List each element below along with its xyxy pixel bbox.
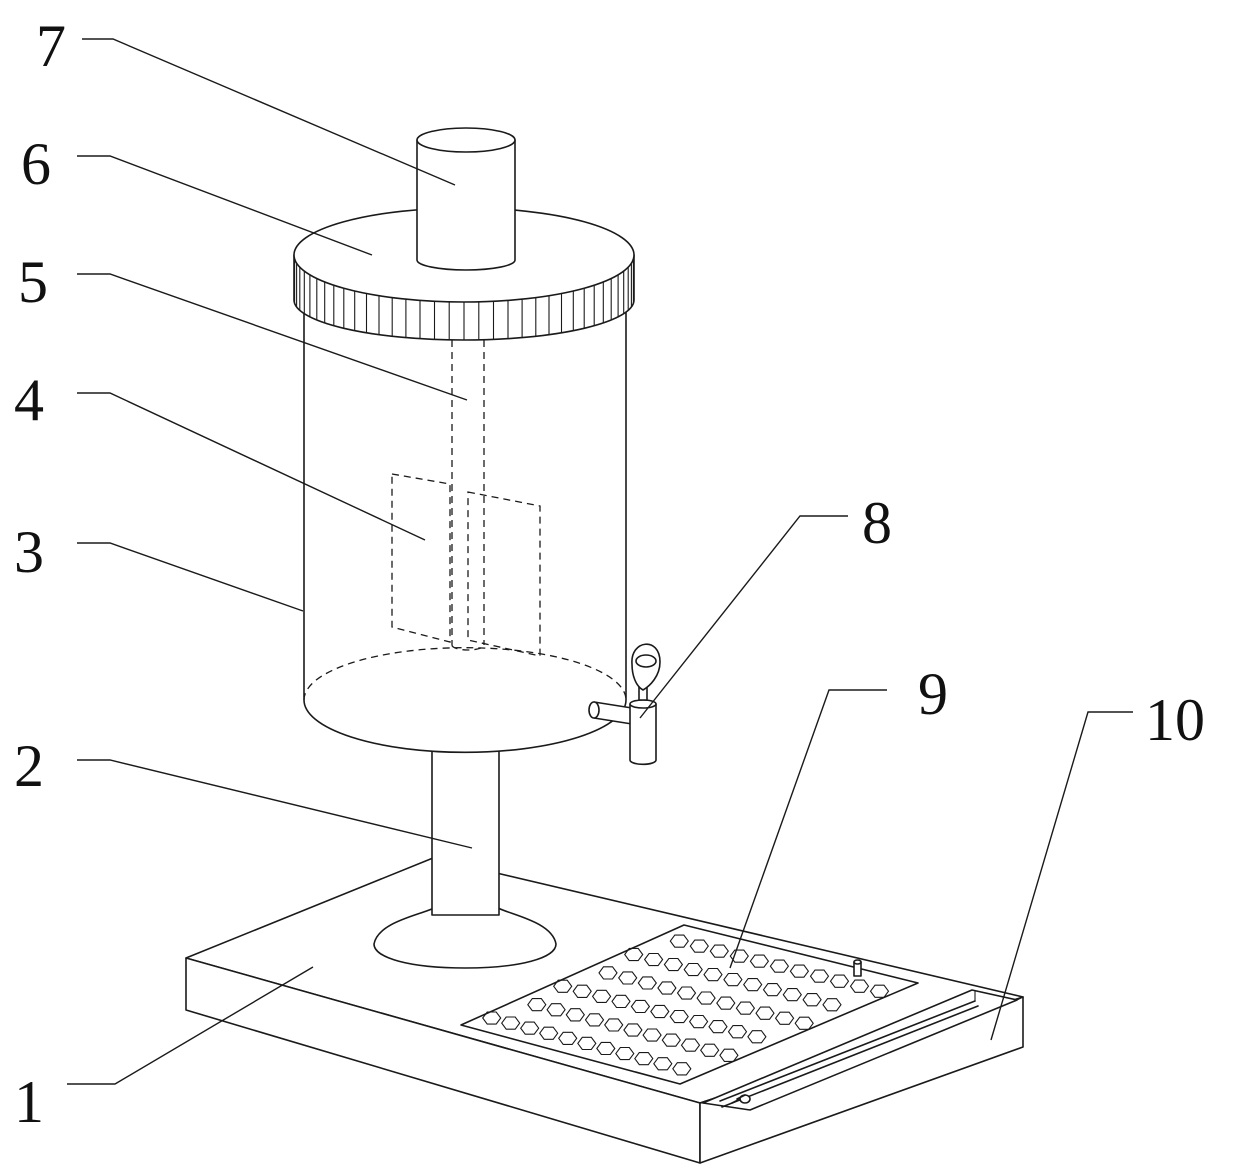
drip-hole — [709, 944, 729, 958]
tank-body — [303, 309, 627, 754]
pedestal — [373, 749, 557, 969]
drip-hole — [809, 969, 830, 983]
drip-hole — [703, 967, 723, 982]
drip-hole — [719, 1048, 739, 1062]
drip-hole — [729, 949, 749, 963]
drip-hole — [689, 939, 709, 953]
drip-hole — [762, 983, 783, 997]
drip-hole — [546, 1003, 566, 1017]
drip-hole — [558, 1031, 578, 1045]
lid-knurling — [294, 259, 634, 340]
drip-hole — [782, 988, 802, 1002]
drip-hole — [747, 1030, 767, 1044]
label-5: 5 — [18, 249, 48, 315]
drip-hole — [669, 1009, 689, 1024]
leader-lines — [67, 38, 1133, 1085]
drip-hole — [676, 986, 697, 1000]
drip-hole — [708, 1020, 728, 1034]
drip-hole — [623, 1023, 643, 1037]
label-6: 6 — [21, 131, 51, 197]
drip-hole — [688, 1014, 709, 1029]
label-4: 4 — [14, 367, 44, 433]
drip-hole — [637, 976, 657, 990]
drip-hole — [743, 978, 763, 992]
drip-hole — [755, 1006, 775, 1020]
drip-hole — [669, 934, 689, 948]
label-1: 1 — [14, 1069, 44, 1135]
label-8: 8 — [862, 490, 892, 556]
drip-hole — [727, 1025, 748, 1039]
drip-hole — [634, 1052, 654, 1066]
drip-hole — [869, 984, 890, 998]
label-7: 7 — [36, 13, 66, 79]
drip-hole — [663, 957, 684, 972]
drip-hole — [591, 989, 612, 1003]
perforated-drip-plate — [460, 924, 919, 1085]
drip-hole — [672, 1062, 692, 1076]
drip-hole — [680, 1038, 701, 1052]
drip-hole — [735, 1001, 756, 1015]
drip-hole — [802, 993, 822, 1007]
drip-hole — [527, 998, 547, 1012]
drip-hole — [630, 999, 651, 1014]
drip-hole — [604, 1018, 624, 1032]
drip-hole — [849, 979, 870, 993]
drip-hole — [501, 1016, 521, 1030]
drip-hole — [584, 1013, 605, 1027]
drip-hole — [553, 979, 573, 993]
part-labels: 7 6 5 4 3 2 1 8 9 10 — [14, 13, 1205, 1135]
drip-hole — [572, 984, 592, 998]
drip-hole — [611, 994, 631, 1009]
drip-hole — [822, 998, 842, 1012]
tray-reservoir — [702, 989, 1018, 1111]
feed-pipe — [416, 127, 516, 271]
drip-hole — [598, 966, 618, 980]
drip-hole — [615, 1046, 635, 1061]
drip-hole — [749, 954, 770, 968]
drip-hole — [596, 1041, 616, 1056]
drip-hole — [618, 971, 638, 985]
drip-hole — [624, 947, 644, 962]
drip-hole — [577, 1036, 597, 1051]
drip-hole — [723, 972, 743, 987]
drip-hole — [696, 991, 716, 1005]
drip-hole — [653, 1057, 673, 1071]
drip-hole — [520, 1021, 540, 1035]
label-3: 3 — [14, 519, 44, 585]
drip-hole — [643, 952, 664, 967]
drip-hole — [789, 964, 810, 978]
drip-hole — [683, 962, 703, 977]
drip-hole — [769, 959, 790, 973]
drip-hole — [482, 1011, 502, 1025]
drip-hole — [642, 1028, 662, 1042]
drip-hole — [774, 1011, 795, 1025]
drip-hole — [657, 981, 677, 995]
drip-hole — [661, 1033, 681, 1047]
faucet — [588, 643, 661, 766]
drip-hole — [794, 1016, 814, 1030]
drip-hole — [716, 996, 736, 1010]
drip-hole — [829, 974, 850, 988]
drip-hole — [565, 1008, 585, 1022]
agitator — [391, 340, 541, 657]
label-2: 2 — [14, 733, 44, 799]
drip-hole — [539, 1026, 559, 1040]
label-10: 10 — [1145, 687, 1205, 753]
drip-holes — [482, 934, 890, 1076]
drip-hole — [700, 1043, 720, 1057]
label-9: 9 — [918, 661, 948, 727]
drip-hole — [650, 1004, 670, 1019]
